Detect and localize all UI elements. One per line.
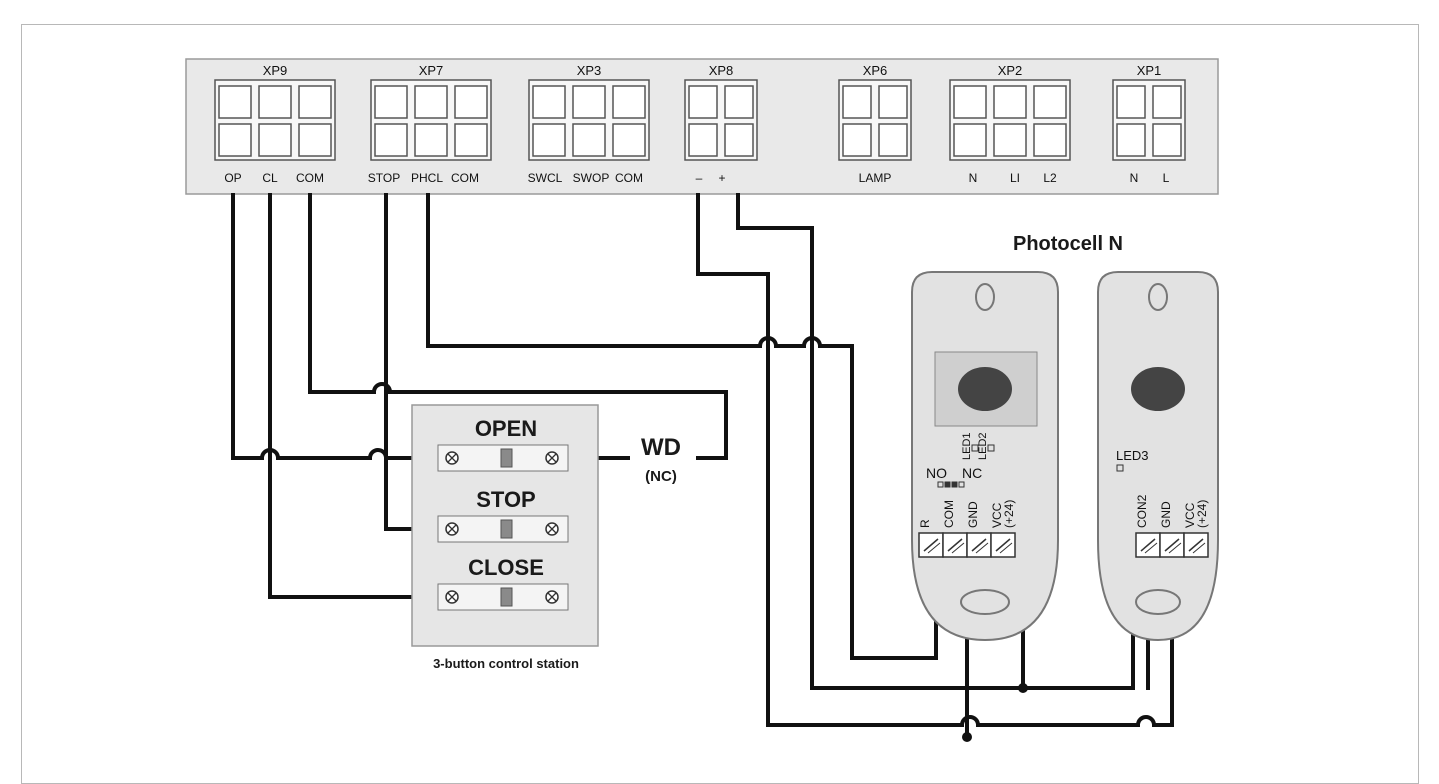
rx-led-label: LED1 [961, 432, 973, 460]
terminal-label: CON2 [1135, 494, 1149, 528]
terminal-label: + [718, 171, 725, 185]
terminal-con2: CON2 [1135, 494, 1161, 558]
wire-phcl [426, 193, 938, 660]
terminal-vcc: VCC(+24) [1183, 500, 1209, 558]
terminal-block-label: XP2 [998, 63, 1023, 78]
terminal-label: STOP [368, 171, 400, 185]
photocell-transmitter: LED3 CON2 GND VCC(+24) [1097, 271, 1219, 642]
terminal-block-label: XP1 [1137, 63, 1162, 78]
station-button-stop[interactable]: STOP [437, 487, 569, 543]
rx-jumper-no: NO [926, 465, 947, 481]
wd-label: WD [641, 434, 681, 461]
terminal-label: GND [966, 501, 980, 528]
station-button-open[interactable]: OPEN [437, 416, 569, 472]
wire-plus [736, 193, 1135, 690]
terminal-block-label: XP3 [577, 63, 602, 78]
wire-op [231, 193, 447, 460]
terminal-com: COM [942, 500, 968, 558]
terminal-label: COM [296, 171, 324, 185]
terminal-label: – [696, 171, 703, 185]
terminal-label: COM [615, 171, 643, 185]
terminal-label: VCC [1183, 502, 1197, 528]
terminal-label: CL [262, 171, 278, 185]
terminal-gnd: GND [1159, 501, 1185, 558]
terminal-block-label: XP8 [709, 63, 734, 78]
terminal-label: LAMP [859, 171, 892, 185]
photocell-title: Photocell N [1013, 233, 1123, 255]
wd-sublabel: (NC) [645, 468, 677, 485]
terminal-label: SWCL [528, 171, 563, 185]
terminal-label: N [1130, 171, 1139, 185]
terminal-block-xp8: XP8 – + [684, 63, 758, 185]
terminal-r: R [918, 519, 944, 558]
rx-led-label: LED2 [977, 432, 989, 460]
terminal-label: LI [1010, 171, 1020, 185]
terminal-gnd: GND [966, 501, 992, 558]
wire-minus [696, 193, 1174, 727]
station-button-label: CLOSE [468, 555, 544, 580]
terminal-label: GND [1159, 501, 1173, 528]
rx-jumper-nc: NC [962, 465, 982, 481]
terminal-block-label: XP9 [263, 63, 288, 78]
terminal-block-label: XP7 [419, 63, 444, 78]
terminal-label: VCC [990, 502, 1004, 528]
terminal-label: R [918, 519, 932, 528]
terminal-label: OP [224, 171, 241, 185]
terminal-label: COM [451, 171, 479, 185]
terminal-vcc: VCC(+24) [990, 500, 1016, 558]
terminal-label: SWOP [573, 171, 610, 185]
station-buttons: OPEN STOP CLOSE [437, 416, 569, 611]
terminal-block-label: XP6 [863, 63, 888, 78]
control-station-caption: 3-button control station [433, 656, 579, 671]
wire-com [308, 193, 728, 460]
terminal-label: L [1163, 171, 1170, 185]
terminal-label: (+24) [1002, 500, 1016, 528]
station-button-label: OPEN [475, 416, 537, 441]
wd-contact: WD (NC) [641, 434, 681, 485]
terminal-label: PHCL [411, 171, 443, 185]
control-station: OPEN STOP CLOSE 3-button control station [411, 404, 599, 671]
station-button-close[interactable]: CLOSE [437, 555, 569, 611]
terminal-label: COM [942, 500, 956, 528]
tx-led-label: LED3 [1116, 448, 1149, 463]
wire-cl [268, 193, 447, 599]
terminal-label: (+24) [1195, 500, 1209, 528]
terminal-label: N [969, 171, 978, 185]
station-button-label: STOP [476, 487, 536, 512]
photocell-receiver: LED1 LED2 NO NC R COM GND VCC(+24) [911, 271, 1059, 642]
terminal-label: L2 [1043, 171, 1057, 185]
